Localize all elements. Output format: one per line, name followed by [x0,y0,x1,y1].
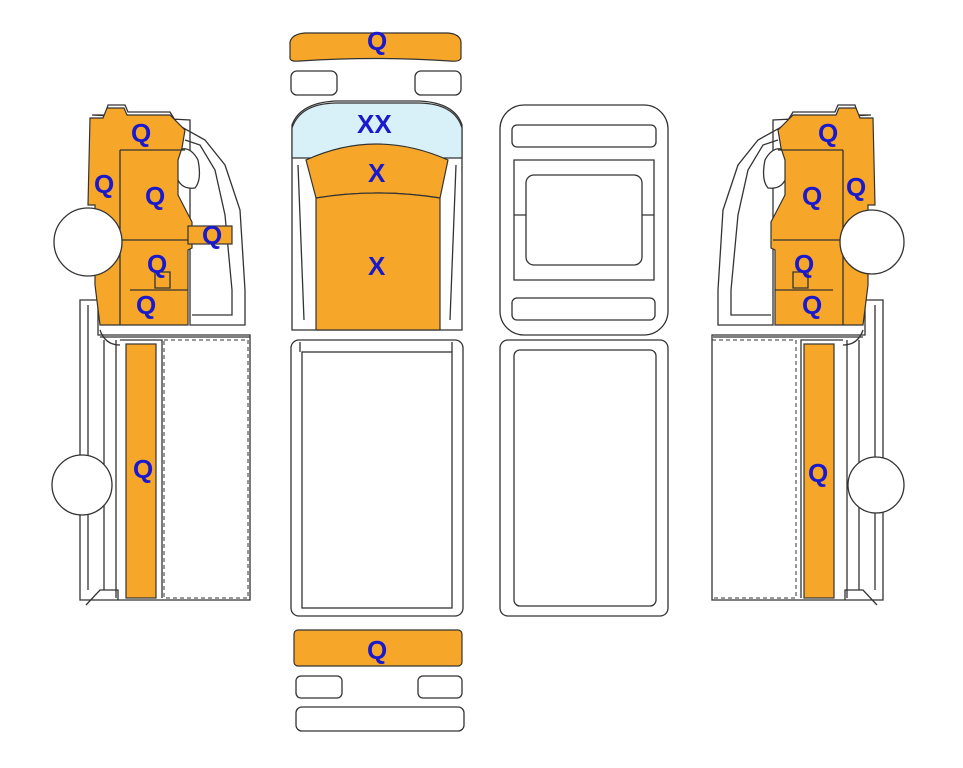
right-cab-top-label: Q [818,118,838,148]
underside-view [499,104,669,617]
right-bed-open-area [711,339,797,599]
right-bed-side-label: Q [808,458,828,488]
left-bed-outline [79,299,251,601]
left-cab-top-label: Q [131,118,151,148]
right-side-view [711,104,905,606]
left-cab-pillar-label: Q [94,169,114,199]
left-mirror-outline [175,148,201,189]
right-mirror-outline [762,148,788,189]
left-cab-lower-label: Q [147,249,167,279]
right-cab-door-label: Q [802,181,822,211]
right-bed-side-damage [803,343,835,599]
damage-labels: Q XX X X Q Q Q Q Q Q Q Q Q Q Q Q Q Q [94,26,866,665]
right-rear-wheel [847,456,905,514]
hood-lower-label: X [368,251,386,281]
left-bed-open-area [163,339,249,599]
underside-bed-outline [499,339,669,617]
right-cab-pillar-label: Q [846,172,866,202]
right-front-wheel [839,209,905,275]
left-step-label: Q [136,290,156,320]
left-cab-damage [87,107,193,326]
hood-upper-label: X [368,158,386,188]
left-bed-side-label: Q [133,454,153,484]
windshield-damage [291,102,463,159]
right-step-label: Q [802,290,822,320]
front-bumper-damage [289,32,462,62]
left-front-wheel [53,207,123,277]
left-bed-side-damage [125,343,157,599]
front-bumper-label: Q [367,26,387,56]
right-bed-outline [711,299,884,601]
left-mirror-label: Q [202,220,222,250]
top-view [289,32,465,732]
rear-bumper-label: Q [367,635,387,665]
rear-bumper-damage [293,629,463,667]
roof-lower-damage [315,192,441,331]
right-cab-outline [717,104,872,326]
bed-top-outline [290,339,464,617]
left-side-view [51,104,251,606]
left-mirror-damage [187,225,233,245]
left-cab-outline [91,104,246,326]
windshield-label: XX [357,109,392,139]
left-cab-door-label: Q [145,181,165,211]
right-cab-lower-label: Q [794,249,814,279]
right-cab-damage [770,107,876,326]
left-rear-wheel [51,454,113,516]
